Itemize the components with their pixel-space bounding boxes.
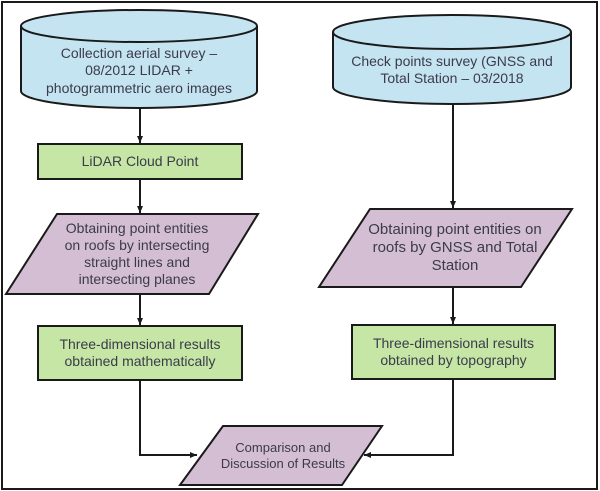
source-left-body — [20, 26, 258, 109]
obtain-right-label: Obtaining point entities on roofs by GNS… — [368, 220, 542, 275]
source-right-cylinder — [332, 14, 572, 105]
edge-result-right-to-comparison — [364, 379, 454, 458]
result-right-label: Three-dimensional results obtained by to… — [372, 334, 535, 368]
source-left-top — [20, 9, 258, 43]
lidar-cloud-box — [37, 143, 243, 180]
obtain-right-parallelogram — [317, 208, 574, 288]
obtain-left-label: Obtaining point entities on roofs by int… — [64, 219, 210, 288]
comparison-label: Comparison and Discussion of Results — [220, 439, 346, 471]
comparison-parallelogram — [178, 425, 384, 486]
lidar-cloud-label: LiDAR Cloud Point — [81, 152, 199, 169]
source-right-top — [332, 14, 572, 50]
edge-result-left-to-comparison — [139, 380, 197, 458]
source-left-cylinder — [20, 9, 258, 109]
source-right-label: Check points survey (GNSS and Total Stat… — [351, 52, 553, 86]
obtain-left-parallelogram — [4, 213, 260, 295]
result-right-box — [351, 324, 556, 380]
source-left-label: Collection aerial survey – 08/2012 LIDAR… — [46, 45, 232, 96]
result-left-box — [37, 325, 243, 381]
result-left-label: Three-dimensional results obtained mathe… — [59, 335, 221, 369]
